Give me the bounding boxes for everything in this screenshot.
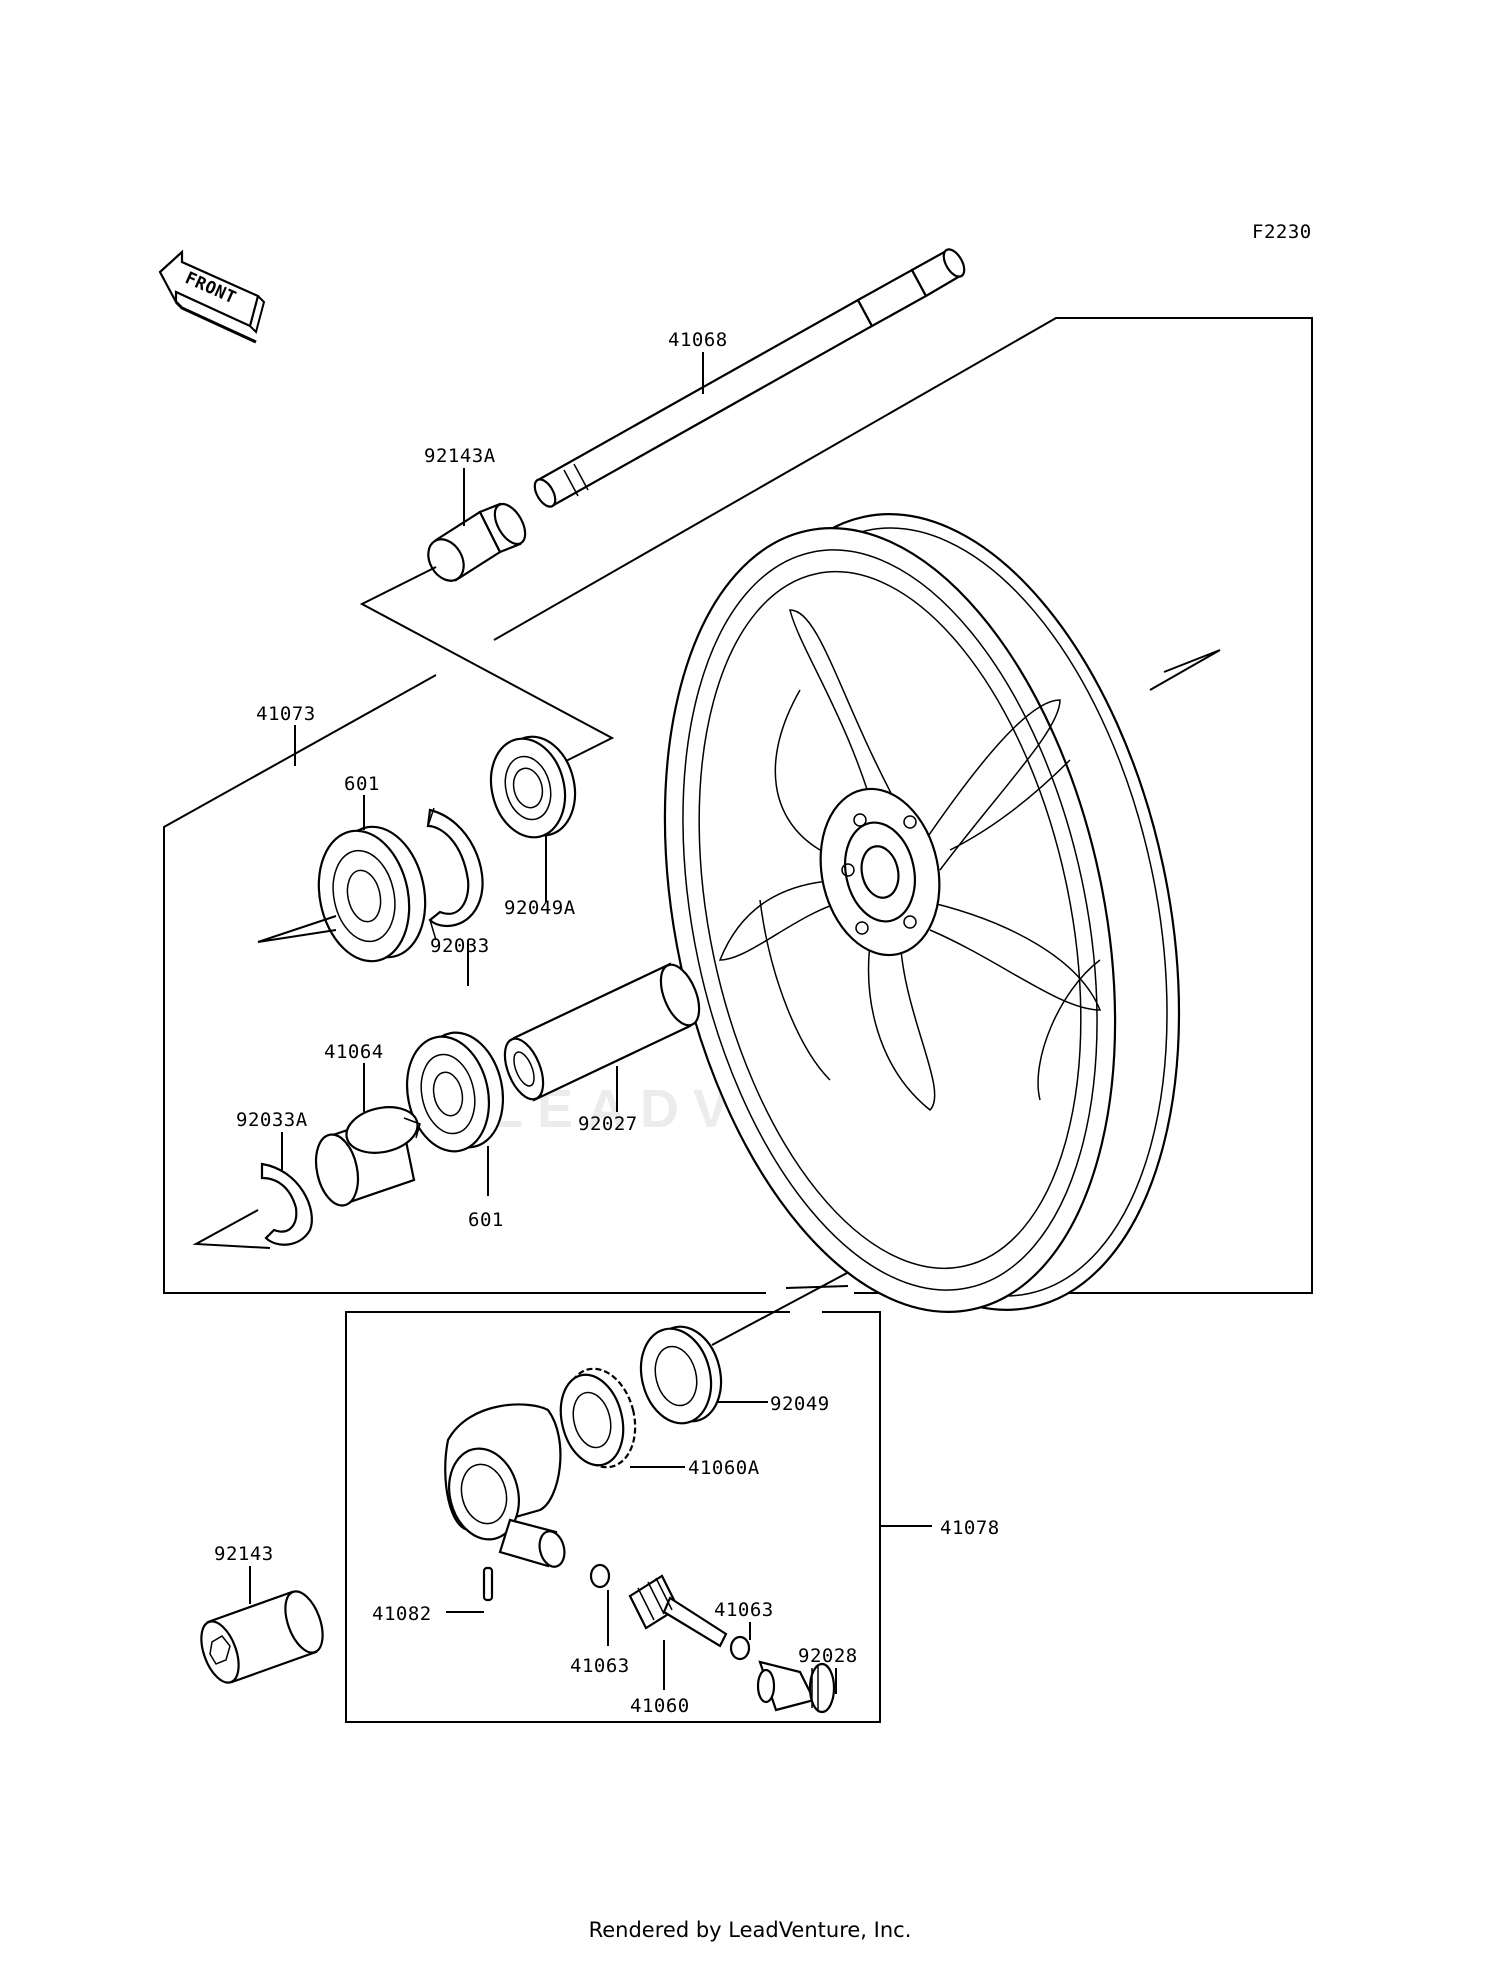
pin-41082 [482,1566,494,1602]
bearing-601-lower [405,1031,505,1153]
speedometer-box-frame [345,1264,881,1723]
front-wheel [663,513,1221,1313]
footer-credit: Rendered by LeadVenture, Inc. [588,1918,912,1942]
gear-41060A [559,1367,637,1469]
circlip-92033 [426,807,484,941]
callout-41082: 41082 [372,1603,432,1625]
bushing-92028 [756,1660,836,1714]
collar-92143A [359,502,615,763]
callout-92027: 92027 [578,1113,638,1135]
callout-41060A: 41060A [688,1457,760,1479]
washer-41063-left [589,1563,611,1589]
callout-41063-left: 41063 [570,1655,630,1677]
callout-41064: 41064 [324,1041,384,1063]
figure-code: F2230 [1252,221,1312,243]
front-arrow-icon: FRONT [158,249,266,344]
callout-601-lower: 601 [468,1209,504,1231]
bearing-601-upper [257,825,427,963]
wheel-assembly-frame [163,317,1313,1294]
callout-92049A: 92049A [504,897,576,919]
callout-601-upper: 601 [344,773,380,795]
circlip-92033A [192,1162,313,1249]
callout-41073: 41073 [256,703,316,725]
oil-seal-92049 [639,1325,723,1425]
callout-92049: 92049 [770,1393,830,1415]
callout-41060: 41060 [630,1695,690,1717]
pinion-41060 [628,1574,728,1648]
callout-41063-right: 41063 [714,1599,774,1621]
collar-92143 [200,1590,324,1684]
callout-92033: 92033 [430,935,490,957]
collar-41064 [314,1106,421,1207]
spacer-92027 [503,962,701,1102]
leader-lines [249,352,932,1694]
gear-housing [444,1403,566,1568]
callout-92143A: 92143A [424,445,496,467]
oil-seal-92049A [489,735,577,839]
callout-92033A: 92033A [236,1109,308,1131]
washer-41063-right [729,1635,751,1661]
callout-92143: 92143 [214,1543,274,1565]
callout-92028: 92028 [798,1645,858,1667]
callout-41068: 41068 [668,329,728,351]
callout-41078: 41078 [940,1517,1000,1539]
axle-41068 [533,248,966,508]
